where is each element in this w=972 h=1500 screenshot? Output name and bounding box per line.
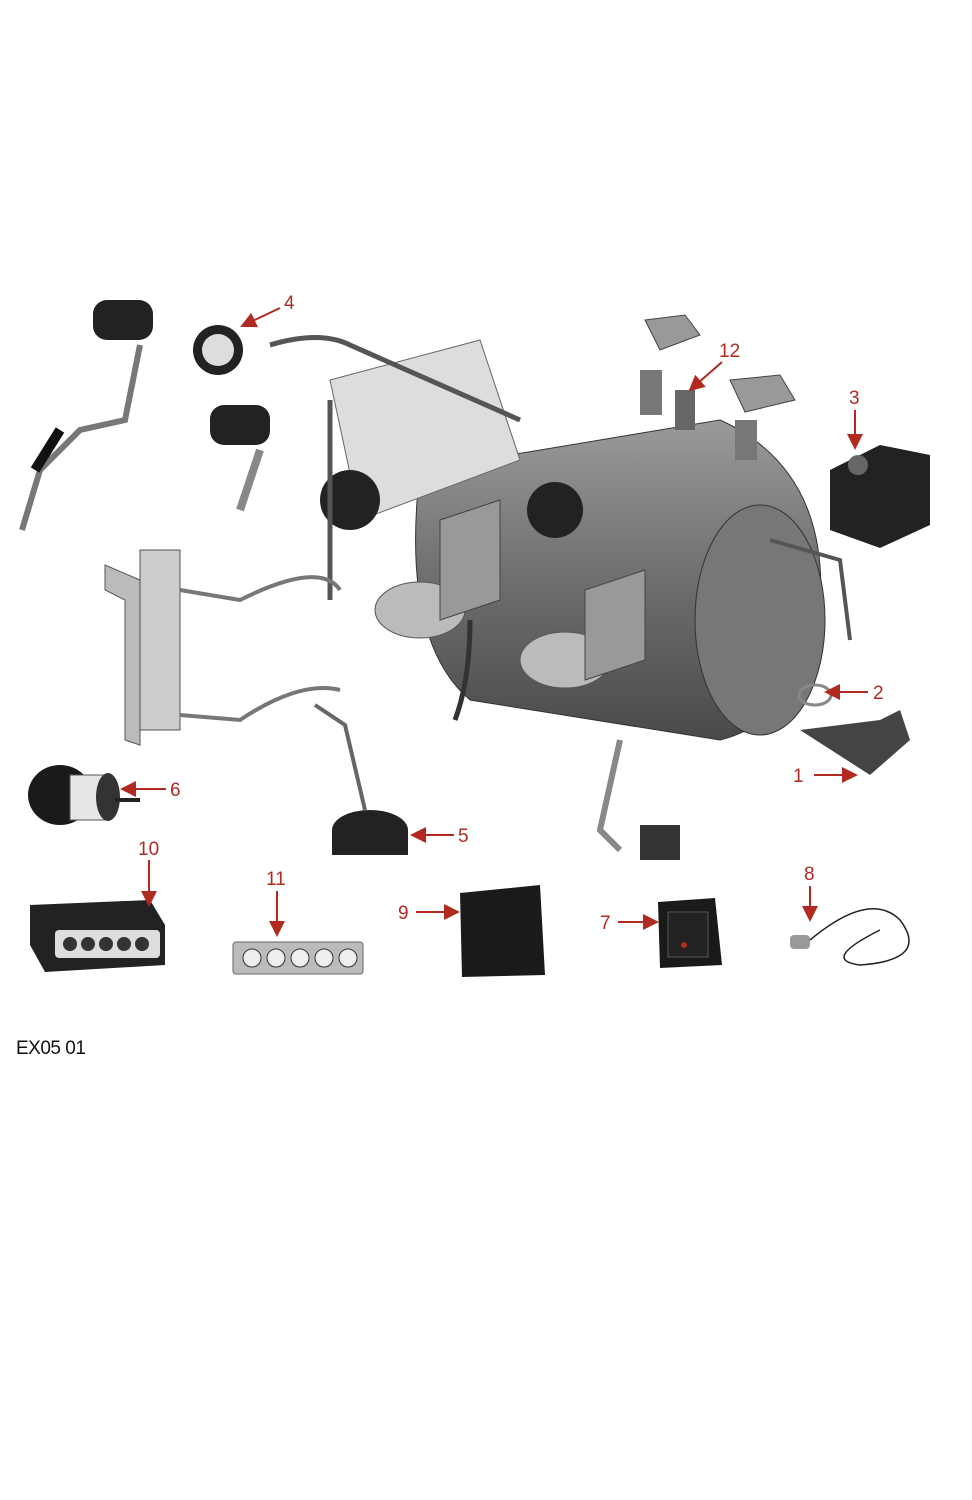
temperature-probe <box>790 908 910 966</box>
callout-labels: 1 2 3 4 5 6 7 8 9 10 11 12 <box>138 293 884 934</box>
callout-9: 9 <box>398 903 409 924</box>
valves <box>640 314 796 460</box>
boiler-assembly <box>269 335 852 741</box>
callout-10: 10 <box>138 839 159 860</box>
callout-arrow-12 <box>688 361 723 392</box>
control-box <box>460 885 545 977</box>
callout-6: 6 <box>170 780 181 801</box>
callout-arrows <box>120 307 868 937</box>
steam-wand-left <box>19 300 153 531</box>
callout-11: 11 <box>266 869 286 890</box>
heating-element <box>797 683 910 775</box>
figure-code: EX05 01 <box>16 1038 86 1059</box>
level-probe <box>313 703 408 855</box>
hot-water-knob <box>210 405 270 512</box>
water-valve-group <box>596 739 680 860</box>
callout-1: 1 <box>793 766 804 787</box>
membrane-label <box>232 941 364 975</box>
callout-arrow-4 <box>240 307 281 328</box>
callout-5: 5 <box>458 826 469 847</box>
callout-4: 4 <box>284 293 295 314</box>
pressure-gauge <box>193 325 243 375</box>
callout-8: 8 <box>804 864 815 885</box>
keypad-module <box>30 900 165 972</box>
rocker-switch <box>658 898 722 968</box>
solenoid-bracket <box>104 549 342 746</box>
pressure-switch <box>830 445 930 548</box>
selector-switch <box>28 765 140 825</box>
callout-3: 3 <box>849 388 860 409</box>
callout-7: 7 <box>600 913 611 934</box>
callout-2: 2 <box>873 683 884 704</box>
callout-12: 12 <box>719 341 740 362</box>
